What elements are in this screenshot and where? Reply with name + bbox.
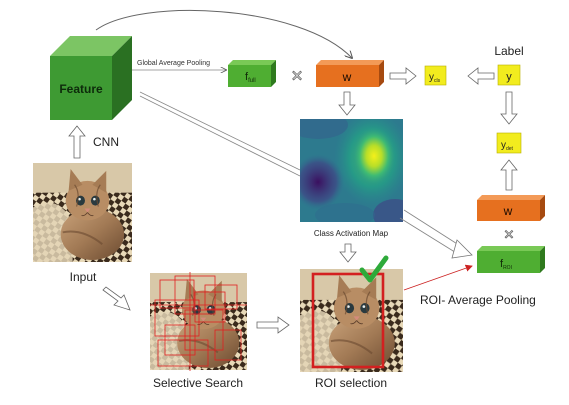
roi-selection-image (300, 269, 403, 372)
selective-search-image (150, 272, 247, 371)
selective-search-label: Selective Search (153, 376, 243, 390)
cnn-label: CNN (93, 135, 119, 149)
gap-label: Global Average Pooling (137, 60, 210, 67)
w-top-label: w (342, 70, 352, 84)
check-icon (359, 255, 389, 283)
multiply-icon: ✕ (291, 67, 304, 85)
input-label: Input (70, 270, 97, 284)
y-det-label: ydet (501, 140, 514, 152)
w-to-ycls-arrow (389, 67, 417, 85)
y-cls-box (424, 65, 447, 86)
y-label-box (497, 64, 521, 86)
label-to-ycls-arrow (467, 67, 495, 85)
w-to-cam-arrow (338, 91, 356, 116)
f-full-label: ffull (245, 71, 256, 84)
cnn-arrow (68, 125, 86, 159)
w-top-box (316, 60, 384, 87)
feature-label: Feature (59, 82, 103, 96)
f-full-box (228, 60, 276, 87)
cam-to-roi-arrow (339, 243, 357, 263)
w-right-box (477, 195, 545, 221)
cam-to-froi-arrowhead (451, 239, 473, 259)
input-image (33, 163, 132, 262)
cam-label: Class Activation Map (314, 229, 389, 238)
y-det-box (496, 132, 522, 154)
y-label-label: y (506, 71, 512, 83)
cam-to-froi-arrow (399, 209, 463, 255)
roi-selection-label: ROI selection (315, 376, 387, 390)
ss-to-roi-arrow (256, 316, 290, 334)
wright-to-ydet-arrow (500, 159, 518, 191)
roi-avg-pooling-label: ROI- Average Pooling (420, 293, 536, 307)
f-roi-box (477, 246, 545, 273)
input-to-ss-arrow (102, 286, 131, 311)
y-cls-label: ycls (429, 72, 441, 84)
feature-to-roi-line-b (139, 95, 301, 177)
ylabel-to-ydet-arrow (500, 91, 518, 125)
f-roi-label: fROI (500, 258, 512, 271)
feature-cube (50, 36, 132, 120)
multiply-icon-right: ✕ (504, 228, 515, 243)
roi-to-froi-arrow (403, 264, 473, 291)
feature-to-w-curve-arrow (95, 9, 352, 58)
cam-heatmap (300, 119, 403, 222)
feature-to-roi-line (139, 91, 301, 171)
w-right-label: w (503, 204, 513, 218)
label-text: Label (494, 44, 523, 58)
